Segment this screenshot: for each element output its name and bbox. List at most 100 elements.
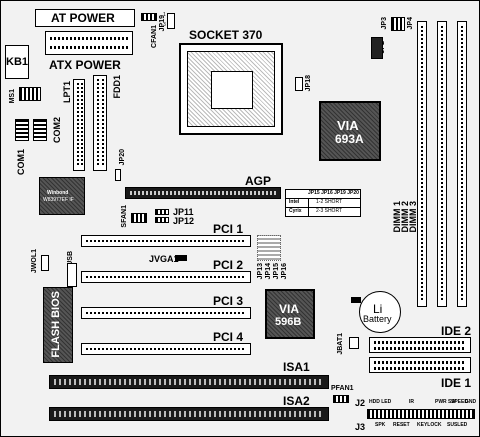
via-596b-brand: VIA — [279, 302, 300, 316]
jumper-table-header: JP15 JP16 JP19 JP20 — [308, 190, 359, 196]
jp11-label: JP11 — [173, 207, 194, 217]
jp15-label: JP15 — [273, 263, 280, 280]
jp20-jumper — [115, 169, 121, 181]
via-693a-model: 693A — [335, 132, 364, 146]
jp20-label: JP20 — [119, 149, 126, 166]
pin-three-marker: 3 — [163, 22, 166, 28]
front-bottom-keylock: KEYLOCK — [417, 422, 442, 428]
battery-label-li: Li — [373, 302, 383, 316]
keyboard-connector — [5, 45, 29, 79]
jp2-jumper — [371, 37, 383, 59]
front-top-hdd-led: HDD LED — [369, 399, 392, 405]
jp18-jumper — [295, 77, 303, 91]
jwol1-header — [41, 255, 49, 271]
flash-bios-label: FLASH BIOS — [50, 291, 62, 358]
jwol1-label: JWOL1 — [31, 249, 38, 274]
isa2-label: ISA2 — [283, 394, 310, 408]
isa-slot-1 — [49, 375, 329, 389]
pci-slot-1 — [81, 235, 251, 247]
front-panel-header — [367, 409, 475, 419]
cfan1-header — [141, 13, 157, 21]
dimm-slot-3 — [457, 21, 467, 307]
jp18-label: JP18 — [305, 75, 312, 92]
jp4-label: JP4 — [407, 17, 414, 30]
lpt1-connector — [73, 79, 85, 171]
at-power-connector — [35, 9, 135, 27]
fdd1-connector — [93, 75, 107, 171]
jp3-jp4-jumpers — [391, 17, 405, 31]
cpu-socket — [179, 43, 283, 135]
jp11-jumper — [155, 209, 169, 215]
jbat1-label: JBAT1 — [337, 333, 344, 355]
jp12-jumper — [155, 217, 169, 223]
dimm-slot-2 — [437, 21, 447, 307]
socket-label: SOCKET 370 — [189, 28, 263, 42]
pci-slot-3 — [81, 307, 251, 319]
jumper-row-intel-cpu: Intel — [289, 199, 300, 205]
isa-slot-2 — [49, 407, 329, 421]
j2-label: J2 — [355, 398, 366, 408]
jbat1-jumper — [349, 337, 359, 349]
pci-slot-2 — [81, 271, 251, 283]
super-io-chip — [39, 177, 85, 215]
dimm-slot-1 — [417, 21, 427, 307]
jp19-jumper — [167, 13, 175, 29]
front-top-gnd: GND — [465, 399, 477, 405]
jumper-row-intel-setting: 1-2 SHORT — [316, 199, 343, 205]
usb-connector — [67, 263, 77, 287]
pci3-label: PCI 3 — [213, 294, 244, 308]
ide2-label: IDE 2 — [441, 324, 472, 338]
front-bottom-susled: SUSLED — [447, 422, 468, 428]
battery-clip — [351, 297, 361, 303]
com2-label: COM2 — [52, 117, 62, 144]
front-top-ir: IR — [409, 399, 414, 405]
atx-power-label: ATX POWER — [49, 58, 121, 72]
kb1-label: KB1 — [6, 56, 29, 68]
jumper-setting-table: JP15 JP16 JP19 JP20 Intel 1-2 SHORT Cyri… — [285, 189, 361, 217]
com2-header — [15, 119, 29, 141]
cfan1-label: CFAN1 — [151, 25, 158, 48]
jumper-row-cyrix-setting: 2-3 SHORT — [316, 208, 343, 214]
battery-label: Battery — [363, 314, 392, 324]
dimm3-label: DIMM 3 — [408, 201, 418, 233]
com1-label: COM1 — [16, 149, 26, 176]
pci4-label: PCI 4 — [213, 330, 244, 344]
via-693a-brand: VIA — [337, 118, 359, 133]
via-693a-chip — [319, 101, 381, 161]
fdd1-label: FDD1 — [112, 75, 122, 99]
sfan1-label: SFAN1 — [121, 205, 128, 228]
flash-bios-chip — [43, 287, 73, 363]
front-bottom-reset: RESET — [393, 422, 410, 428]
pfan1-label: PFAN1 — [331, 385, 354, 392]
jvga1-label: JVGA1 — [149, 254, 179, 264]
jumper-row-cyrix-cpu: Cyrix — [289, 208, 302, 214]
sfan1-header — [131, 213, 147, 223]
pci-slot-4 — [81, 343, 251, 355]
jp13-jp16-jumpers — [257, 235, 281, 261]
via-596b-chip — [265, 289, 315, 339]
jp12-label: JP12 — [173, 216, 195, 226]
pci1-label: PCI 1 — [213, 222, 244, 236]
atx-power-connector — [45, 31, 133, 55]
front-top-pwr-sw: PWR SW — [435, 399, 457, 405]
front-bottom-spk: SPK — [375, 422, 386, 428]
front-top-speed: SPEED — [451, 399, 468, 405]
jp3-label: JP3 — [381, 17, 388, 30]
com1-header — [33, 119, 47, 141]
jvga1-jumper — [175, 255, 187, 261]
ide1-label: IDE 1 — [441, 376, 472, 390]
ide1-connector — [369, 357, 471, 373]
j3-label: J3 — [355, 422, 366, 432]
pfan1-header — [333, 395, 349, 403]
super-io-model: W83977EF IF — [43, 197, 74, 203]
ms1-label: MS1 — [9, 89, 16, 104]
lpt1-label: LPT1 — [62, 81, 72, 104]
isa1-label: ISA1 — [283, 360, 310, 374]
battery — [359, 291, 401, 333]
ide2-connector — [369, 337, 471, 353]
pci2-label: PCI 2 — [213, 258, 244, 272]
jp16-label: JP16 — [281, 263, 288, 280]
jp13-label: JP13 — [257, 263, 264, 280]
jp14-label: JP14 — [265, 263, 272, 280]
